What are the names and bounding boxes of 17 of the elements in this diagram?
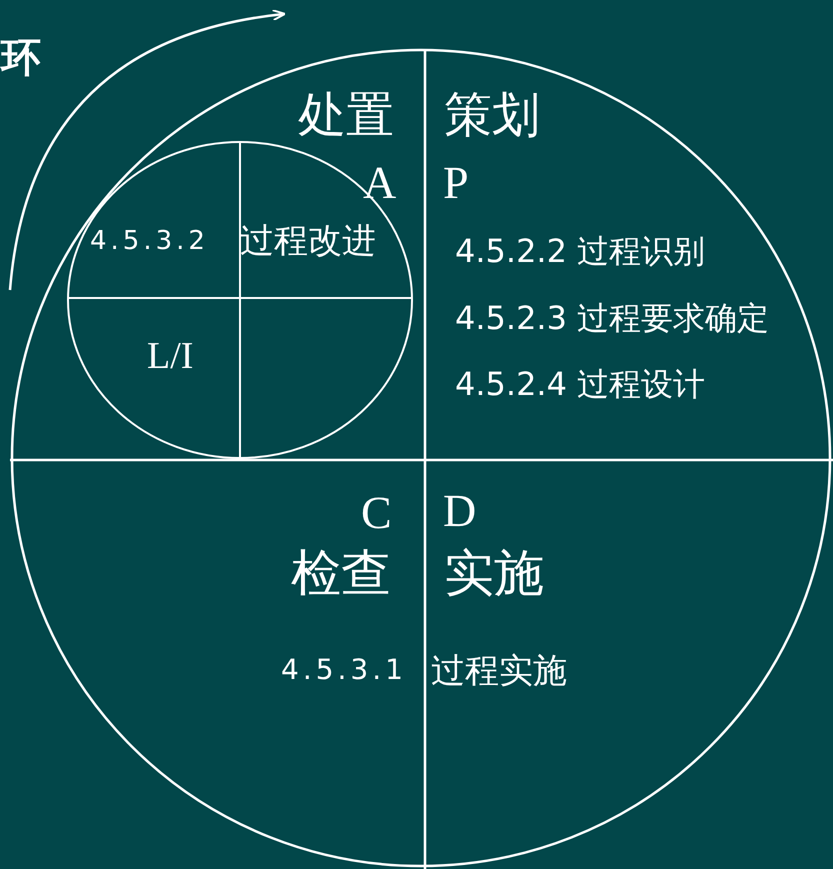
title-text: 环 <box>1 38 41 78</box>
process-text: 4.5.2.3 过程要求确定 <box>455 302 770 334</box>
clause-number: 4.5.3.1 <box>281 656 407 684</box>
process-text: 4.5.2.2 过程识别 <box>455 235 706 267</box>
phase-name: 实施 <box>444 548 544 598</box>
process-text: 4.5.2.4 过程设计 <box>455 368 706 400</box>
clause-number: 4.5.3.2 <box>90 228 209 254</box>
phase-name: 检查 <box>291 548 391 598</box>
phase-letter: C <box>361 490 392 536</box>
phase-letter: P <box>443 160 469 206</box>
cycle-label: L/I <box>147 337 194 375</box>
phase-letter: D <box>443 488 476 534</box>
phase-name: 策划 <box>444 92 540 140</box>
process-text: 过程改进 <box>240 224 376 258</box>
phase-letter: A <box>363 160 396 206</box>
process-text: 过程实施 <box>431 654 567 688</box>
phase-name: 处置 <box>298 92 394 140</box>
